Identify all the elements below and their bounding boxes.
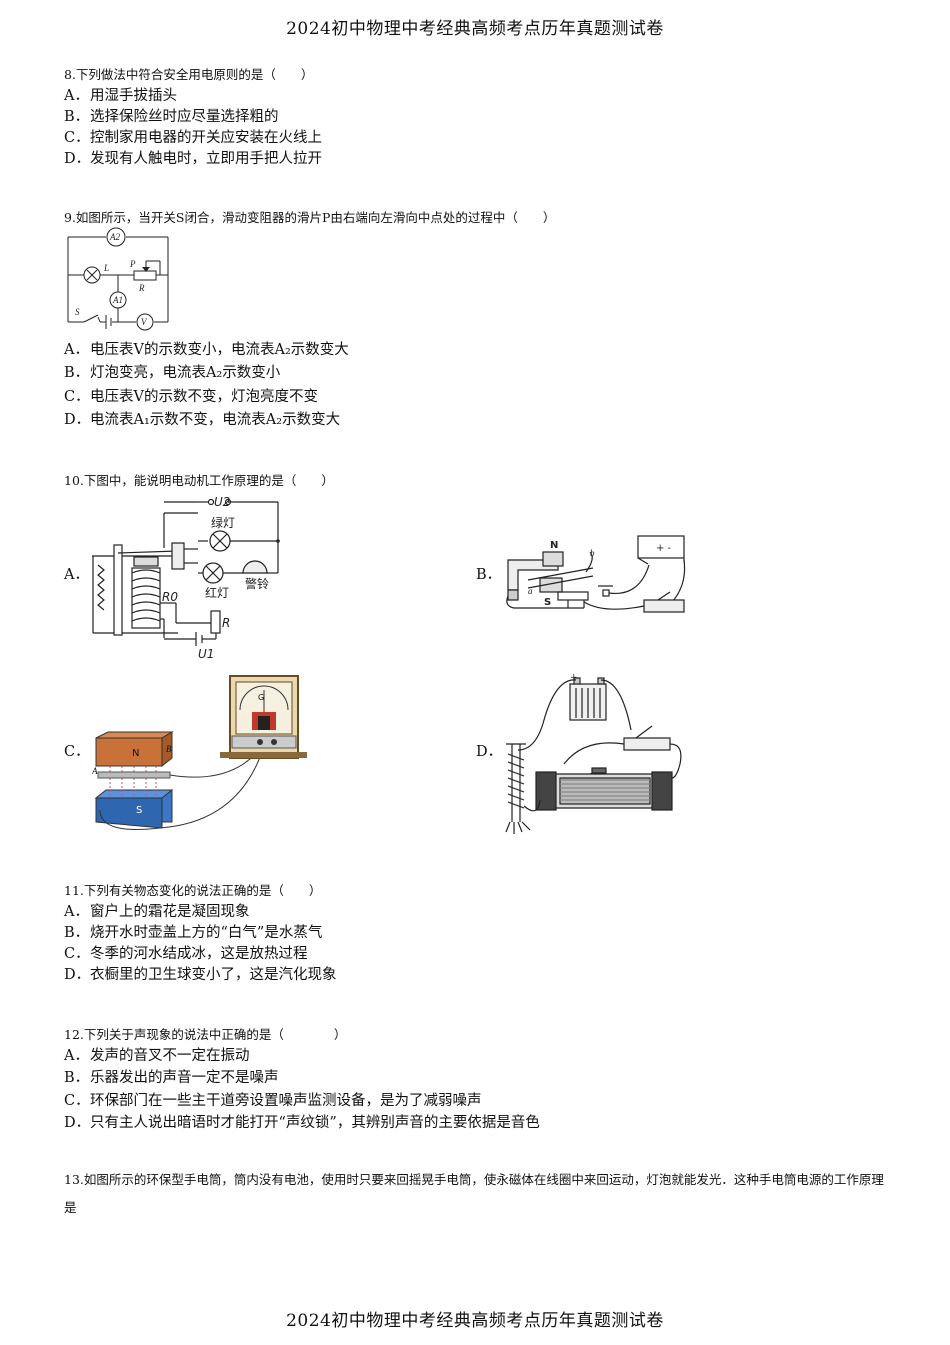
q10-figure-a-relay-alarm: U2 绿灯 红灯 警铃 R0 R U1: [92, 495, 280, 661]
q13-stem: 13.如图所示的环保型手电筒，筒内没有电池，使用时只要来回摇晃手电筒，使永磁体在…: [64, 1172, 884, 1215]
wire-end-b-label: B: [166, 744, 172, 754]
q8-option-a[interactable]: A．用湿手拔插头: [64, 88, 177, 104]
q9-option-a[interactable]: A．电压表V的示数变小，电流表A₂示数变大: [64, 342, 349, 358]
q8-stem: 8.下列做法中符合安全用电原则的是（ ）: [64, 67, 314, 82]
q11-option-b[interactable]: B．烧开水时壶盖上方的“白气”是水蒸气: [64, 925, 323, 941]
green-lamp-label: 绿灯: [211, 515, 235, 530]
q11-option-c[interactable]: C．冬季的河水结成冰，这是放热过程: [64, 946, 308, 962]
north-pole-label: N: [550, 540, 558, 551]
q11-stem: 11.下列有关物态变化的说法正确的是（ ）: [64, 883, 322, 898]
north-pole-label: N: [132, 748, 139, 759]
q12-option-c[interactable]: C．环保部门在一些主干道旁设置噪声监测设备，是为了减弱噪声: [64, 1093, 482, 1109]
r0-label: R0: [162, 590, 178, 604]
q10-figure-b-motor-setup: N S a b + -: [506, 535, 686, 613]
page-header: 2024初中物理中考经典高频考点历年真题测试卷: [286, 19, 664, 39]
point-b-label: b: [590, 548, 595, 558]
q9-circuit-diagram: A2 A1 V L P R S: [67, 227, 169, 331]
switch-label: S: [75, 307, 80, 317]
q10-option-d-label[interactable]: D．: [476, 744, 503, 760]
red-lamp-label: 红灯: [205, 585, 229, 600]
q9-stem: 9.如图所示，当开关S闭合，滑动变阻器的滑片P由右端向左滑向中点处的过程中（ ）: [64, 210, 556, 225]
q11-option-a[interactable]: A．窗户上的霜花是凝固现象: [64, 904, 250, 920]
south-pole-label: S: [136, 805, 142, 816]
lamp-label: L: [103, 263, 109, 273]
q10-stem: 10.下图中，能说明电动机工作原理的是（ ）: [64, 473, 334, 488]
q12-option-d[interactable]: D．只有主人说出暗语时才能打开“声纹锁”，其辨别声音的主要依据是音色: [64, 1115, 540, 1131]
svg-text:+ -: + -: [656, 543, 671, 554]
voltmeter-label: V: [141, 317, 148, 327]
q9-option-c[interactable]: C．电压表V的示数不变，灯泡亮度不变: [64, 389, 318, 405]
r-label: R: [222, 616, 230, 630]
rheostat-label: R: [138, 283, 145, 293]
q8-option-b[interactable]: B．选择保险丝时应尽量选择粗的: [64, 109, 279, 125]
point-a-label: a: [528, 586, 533, 596]
ammeter-a2-label: A2: [109, 232, 120, 242]
q10-figure-d-electromagnet-setup: +: [505, 673, 682, 834]
galvanometer-label: G: [258, 693, 264, 702]
q9-option-d[interactable]: D．电流表A₁示数不变，电流表A₂示数变大: [64, 412, 341, 428]
alarm-bell-label: 警铃: [245, 576, 269, 591]
u2-label: U2: [214, 495, 230, 509]
q12-option-b[interactable]: B．乐器发出的声音一定不是噪声: [64, 1070, 279, 1086]
slider-label: P: [129, 259, 136, 269]
wire-end-a-label: A: [92, 766, 98, 776]
q12-stem: 12.下列关于声现象的说法中正确的是（ ）: [64, 1027, 347, 1042]
q11-option-d[interactable]: D．衣橱里的卫生球变小了，这是汽化现象: [64, 967, 337, 983]
q10-option-a-label[interactable]: A．: [64, 567, 89, 583]
ammeter-a1-label: A1: [112, 295, 123, 305]
q8-option-d[interactable]: D．发现有人触电时，立即用手把人拉开: [64, 151, 322, 167]
q12-option-a[interactable]: A．发声的音叉不一定在振动: [64, 1048, 250, 1064]
page-footer: 2024初中物理中考经典高频考点历年真题测试卷: [286, 1311, 664, 1331]
u1-label: U1: [198, 647, 214, 661]
q10-option-c-label[interactable]: C．: [64, 744, 90, 760]
q9-option-b[interactable]: B．灯泡变亮，电流表A₂示数变小: [64, 365, 281, 381]
south-pole-label: S: [544, 597, 551, 608]
q10-option-b-label[interactable]: B．: [476, 567, 502, 583]
q8-option-c[interactable]: C．控制家用电器的开关应安装在火线上: [64, 130, 322, 146]
q10-figure-c-galvanometer-setup: N S G A B: [92, 675, 307, 831]
svg-text:+: +: [570, 673, 578, 683]
